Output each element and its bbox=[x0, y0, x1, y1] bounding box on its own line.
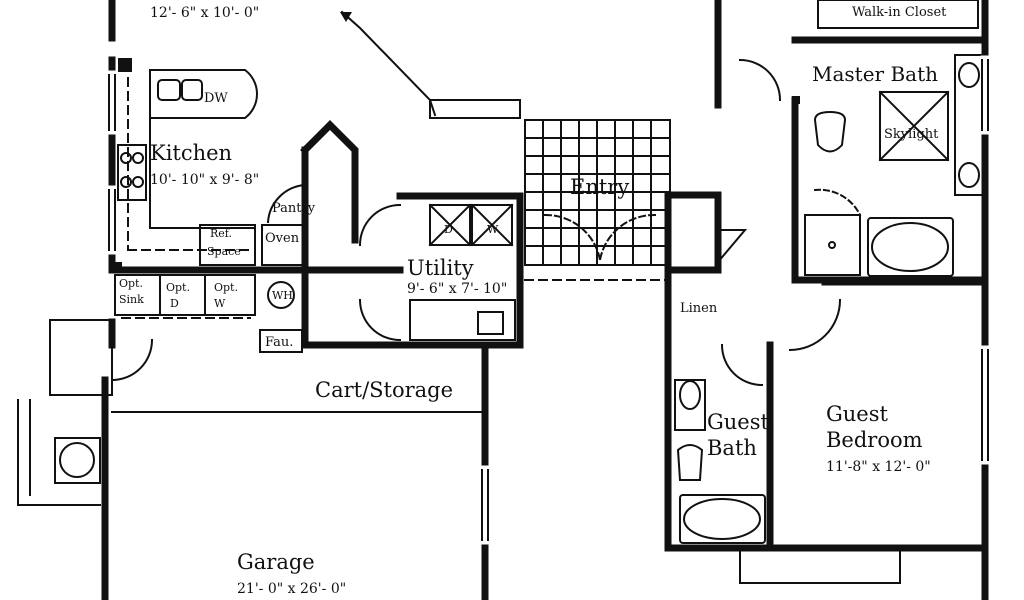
dashed-lines bbox=[121, 77, 669, 319]
ref-space-label-1: Ref. bbox=[210, 227, 232, 240]
pantry-label: Pantry bbox=[272, 201, 316, 216]
fau-label: Fau. bbox=[265, 335, 294, 350]
washer-label: W bbox=[487, 223, 499, 236]
opt-washer-label-2: W bbox=[214, 297, 226, 310]
water-heater-label: WH bbox=[272, 289, 293, 302]
guest-bedroom-label-2: Bedroom bbox=[826, 428, 923, 452]
guest-bedroom-label-1: Guest bbox=[826, 402, 888, 426]
utility-dimension: 9'- 6" x 7'- 10" bbox=[407, 281, 508, 297]
top-room-dimension: 12'- 6" x 10'- 0" bbox=[150, 5, 260, 21]
dryer-label: D bbox=[444, 223, 453, 236]
kitchen-dimension: 10'- 10" x 9'- 8" bbox=[150, 172, 260, 188]
master-bath-label: Master Bath bbox=[812, 62, 938, 86]
skylight-label: Skylight bbox=[884, 127, 939, 142]
linen-label: Linen bbox=[680, 301, 718, 316]
entry-label: Entry bbox=[570, 175, 630, 199]
garage-label: Garage bbox=[237, 550, 315, 574]
cart-storage-label: Cart/Storage bbox=[315, 378, 454, 402]
hinge-marks bbox=[112, 12, 800, 272]
opt-sink-label-2: Sink bbox=[119, 293, 144, 306]
guest-bedroom-dimension: 11'-8" x 12'- 0" bbox=[826, 459, 931, 475]
opt-dryer-label-1: Opt. bbox=[166, 281, 190, 294]
dishwasher-label: DW bbox=[204, 91, 228, 106]
ref-space-label-2: Space bbox=[207, 245, 241, 258]
thin-lines bbox=[17, 0, 990, 584]
oven-label: Oven bbox=[265, 231, 300, 246]
kitchen-label: Kitchen bbox=[150, 141, 233, 165]
utility-label: Utility bbox=[407, 256, 474, 280]
garage-dimension: 21'- 0" x 26'- 0" bbox=[237, 581, 347, 597]
guest-bath-label-1: Guest bbox=[707, 410, 769, 434]
guest-bath-label-2: Bath bbox=[707, 436, 757, 460]
walk-in-closet-label: Walk-in Closet bbox=[852, 5, 947, 20]
heavy-walls bbox=[101, 0, 989, 600]
opt-washer-label-1: Opt. bbox=[214, 281, 238, 294]
opt-dryer-label-2: D bbox=[170, 297, 179, 310]
opt-sink-label-1: Opt. bbox=[119, 277, 143, 290]
